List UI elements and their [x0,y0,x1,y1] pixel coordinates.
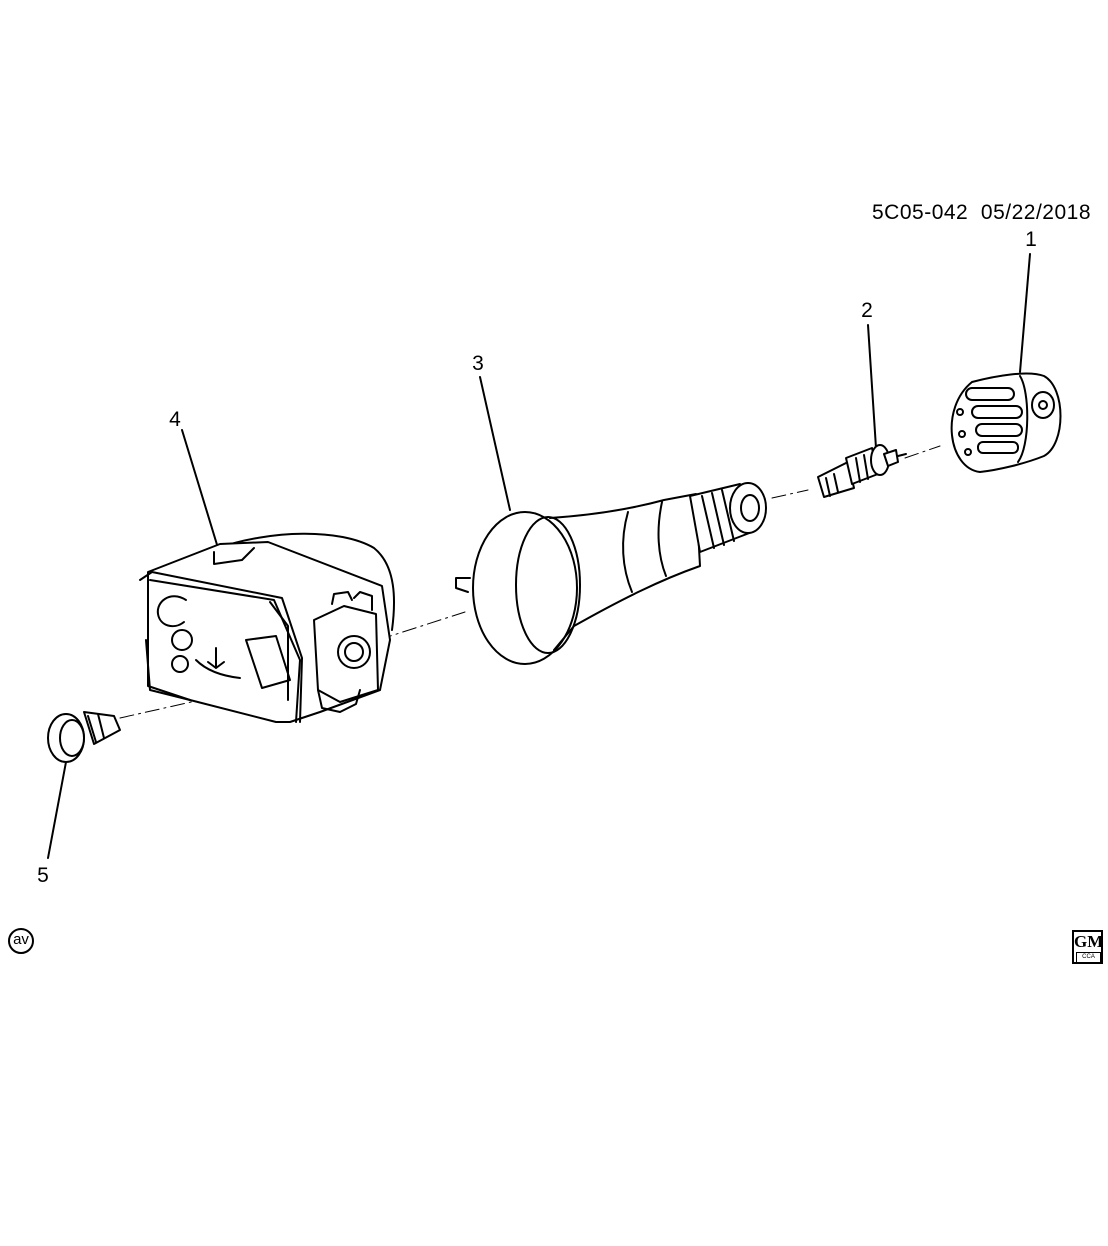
callout-label-3: 3 [472,352,484,375]
leader-line-3 [479,376,511,511]
leader-line-1 [1019,253,1031,373]
leader-line-2 [867,324,877,449]
leader-line-4 [181,429,219,549]
gm-logo: GM CCA [1072,930,1103,964]
diagram-date: 05/22/2018 [980,201,1092,224]
gm-logo-subtext: CCA [1076,952,1101,963]
gm-logo-text: GM [1074,932,1104,951]
callout-label-2: 2 [861,299,873,322]
av-badge: av [8,928,34,954]
diagram-code: 5C05-042 [872,201,969,224]
screw-part [47,711,121,763]
valve-stem-part [455,482,767,665]
callout-label-4: 4 [169,408,181,431]
diagram-header: 5C05-042 05/22/2018 [872,201,1091,225]
callout-label-1: 1 [1025,228,1037,251]
tpms-sensor-part [139,532,396,723]
leader-line-5 [47,761,67,859]
valve-core-part [817,444,907,498]
valve-cap-part [950,372,1062,473]
callout-label-5: 5 [37,864,49,887]
